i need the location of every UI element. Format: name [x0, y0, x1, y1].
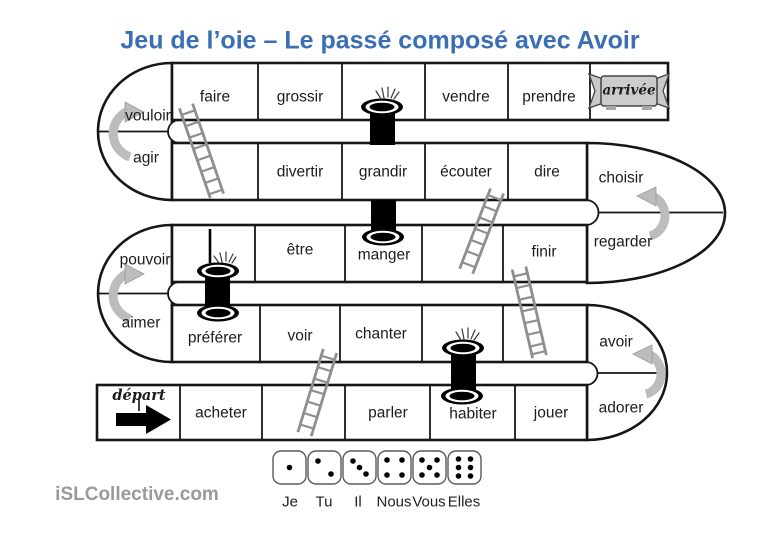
- die-label-tu: Tu: [315, 493, 333, 511]
- well-icon: [362, 228, 404, 246]
- die-icon: [447, 450, 482, 485]
- ladder-icon: [296, 348, 339, 437]
- cell-parler: parler: [368, 404, 408, 422]
- die-label-nous: Nous: [376, 493, 412, 511]
- grass-icon: [213, 251, 237, 264]
- tunnel-pipe-icon: [370, 110, 395, 145]
- well-icon: [361, 98, 403, 116]
- row-1-strip: [170, 61, 670, 122]
- die-icon: [377, 450, 412, 485]
- cell-voir: voir: [287, 327, 313, 345]
- cell-dividers: [99, 63, 723, 440]
- cell-ecouter: écouter: [440, 163, 492, 181]
- cell-dire: dire: [534, 163, 560, 181]
- watermark: iSLCollective.com: [55, 484, 219, 505]
- grass-icon: [375, 86, 400, 100]
- cell-adorer: adorer: [598, 399, 644, 417]
- cell-prendre: prendre: [522, 88, 576, 106]
- slot-cap-4: [575, 361, 599, 386]
- die-icon: [272, 450, 307, 485]
- page-title: Jeu de l’oie – Le passé composé avec Avo…: [120, 26, 640, 55]
- cell-finir: finir: [531, 243, 557, 261]
- cell-grandir: grandir: [358, 163, 408, 181]
- ladders: [178, 103, 548, 437]
- dice-row: [272, 450, 482, 485]
- grass-tufts: [213, 86, 480, 341]
- start-arrow-icon: [116, 398, 171, 434]
- slot-cap-3: [167, 281, 192, 306]
- die-icon: [342, 450, 377, 485]
- well-icon: [442, 339, 484, 357]
- die-label-il: Il: [354, 493, 362, 511]
- wells: [197, 98, 484, 405]
- grass-icon: [455, 327, 480, 341]
- cell-aimer: aimer: [121, 314, 161, 332]
- finish-label: arrivée: [602, 82, 656, 99]
- turn-arrow-icon: [108, 101, 145, 162]
- die-label-je: Je: [282, 493, 298, 511]
- cell-manger: manger: [357, 246, 411, 264]
- die-icon: [412, 450, 447, 485]
- cell-vouloir: vouloir: [125, 107, 171, 125]
- well-icon: [197, 304, 239, 322]
- turn-arrows: [108, 101, 670, 399]
- cell-faire: faire: [199, 88, 231, 106]
- cell-avoir: avoir: [599, 333, 633, 351]
- die-icon: [307, 450, 342, 485]
- cell-grossir: grossir: [276, 88, 324, 106]
- slot-cap-2: [575, 199, 600, 226]
- finish-banner-icon: [587, 72, 671, 110]
- cell-preferer: préférer: [187, 329, 243, 347]
- cell-etre: être: [286, 241, 314, 259]
- cell-divertir: divertir: [276, 163, 324, 181]
- cell-jouer: jouer: [533, 404, 569, 422]
- cell-choisir: choisir: [598, 169, 644, 187]
- cell-chanter: chanter: [355, 325, 407, 343]
- cell-regarder: regarder: [593, 233, 653, 251]
- cell-agir: agir: [133, 149, 159, 167]
- start-label: départ: [112, 386, 166, 404]
- board-outline: [95, 61, 727, 442]
- die-label-vous: Vous: [412, 493, 446, 511]
- row-4-strip: [170, 303, 589, 364]
- ladder-icon: [458, 187, 505, 275]
- cell-acheter: acheter: [195, 404, 247, 422]
- turn-arrow-icon: [632, 344, 666, 399]
- cell-pouvoir: pouvoir: [119, 251, 171, 269]
- well-icon: [197, 262, 239, 280]
- turn-arrow-icon: [108, 263, 145, 324]
- cell-habiter: habiter: [449, 405, 497, 423]
- well-icon: [441, 387, 483, 405]
- die-label-elles: Elles: [447, 493, 481, 511]
- row-5-strip: [95, 383, 589, 442]
- ladder-icon: [178, 103, 225, 199]
- cell-vendre: vendre: [442, 88, 490, 106]
- turn-arrow-icon: [636, 186, 670, 241]
- ladder-icon: [510, 266, 548, 359]
